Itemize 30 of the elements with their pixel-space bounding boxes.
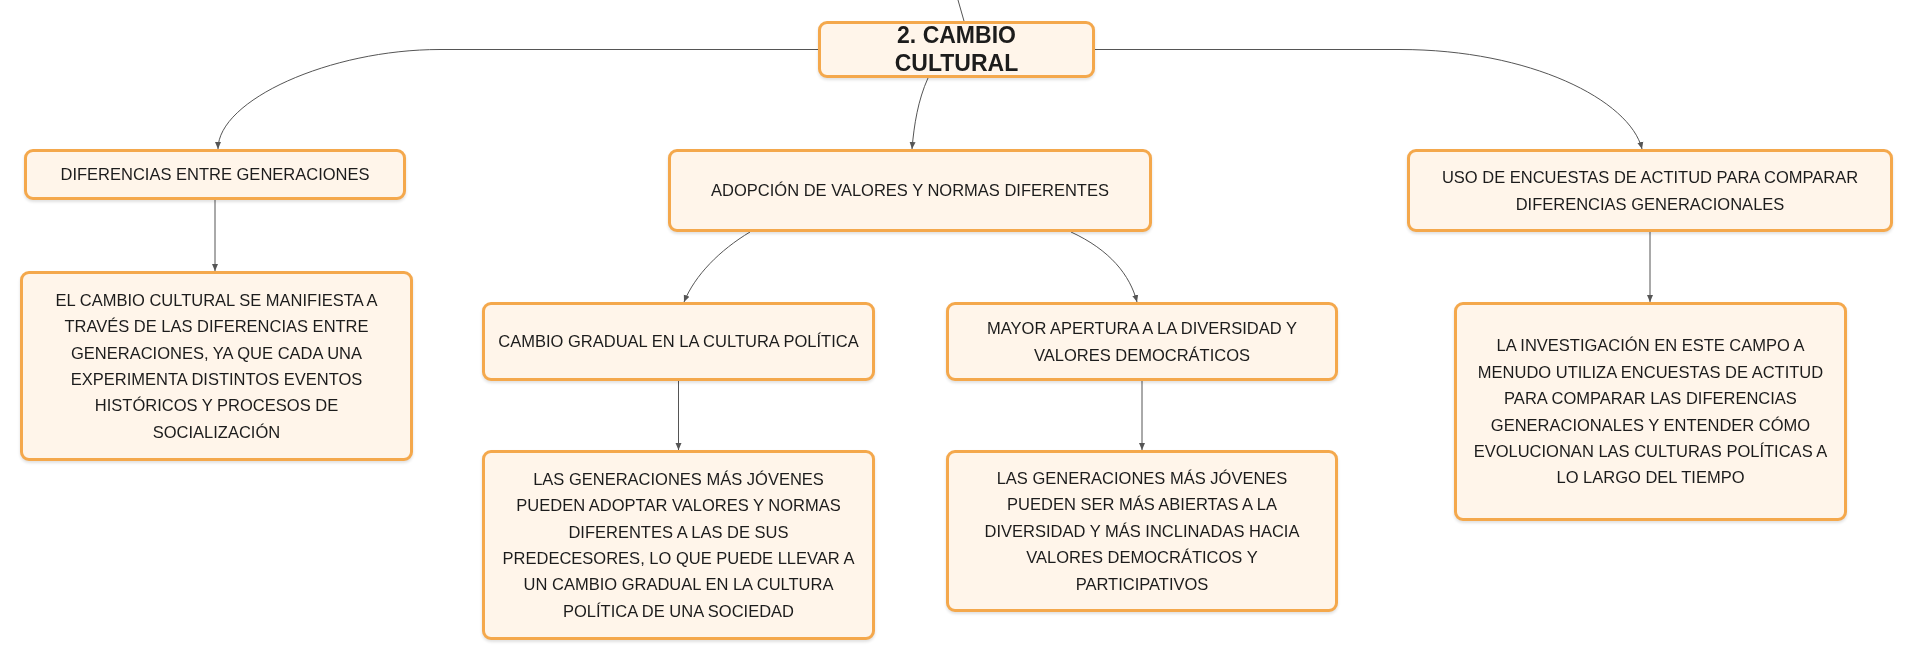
connector-line: [683, 231, 751, 303]
concept-box: [482, 302, 875, 381]
concept-text: LAS GENERACIONES MÁS JÓVENES PUEDEN ADOPTAR VALORES Y NORMAS DIFERENTES A LAS DE SUS PREDECESORES, LO QUE PUEDE LLEVAR A UN CAMBIO GRADUAL EN LA CULTURA POLÍTICA DE UNA SOCIEDAD: [501, 468, 856, 622]
connector-line: [216, 49, 819, 150]
concept-text: DIFERENCIAS ENTRE GENERACIONES: [60, 164, 370, 186]
concept-box: [1454, 302, 1847, 521]
connector-line: [1647, 231, 1653, 303]
concept-box: [482, 450, 875, 640]
concept-text: LA INVESTIGACIÓN EN ESTE CAMPO A MENUDO UTILIZA ENCUESTAS DE ACTITUD PARA COMPARAR LAS DIFERENCIAS GENERACIONALES Y ENTENDER CÓMO EVOLUCIONAN LAS CULTURAS POLÍTICAS A LO LARGO DEL TIEMPO: [1472, 335, 1829, 489]
concept-box: [946, 302, 1338, 381]
concept-box: [668, 149, 1152, 232]
concept-box: [946, 450, 1338, 612]
concept-text: MAYOR APERTURA A LA DIVERSIDAD Y VALORES DEMOCRÁTICOS: [986, 318, 1298, 366]
concept-text: LAS GENERACIONES MÁS JÓVENES PUEDEN SER MÁS ABIERTAS A LA DIVERSIDAD Y MÁS INCLINADAS HACIA VALORES DEMOCRÁTICOS Y PARTICIPATIVOS: [983, 468, 1301, 595]
connector-line: [909, 77, 929, 150]
concept-text: CAMBIO GRADUAL EN LA CULTURA POLÍTICA: [498, 331, 859, 353]
concept-text: ADOPCIÓN DE VALORES Y NORMAS DIFERENTES: [711, 180, 1109, 202]
concept-text: USO DE ENCUESTAS DE ACTITUD PARA COMPARAR DIFERENCIAS GENERACIONALES: [1440, 167, 1860, 215]
concept-text: EL CAMBIO CULTURAL SE MANIFIESTA A TRAVÉS DE LAS DIFERENCIAS ENTRE GENERACIONES, YA QUE CADA UNA EXPERIMENTA DISTINTOS EVENTOS HISTÓRICOS Y PROCESOS DE SOCIALIZACIÓN: [54, 289, 379, 443]
connector-line: [1094, 49, 1643, 150]
connector-line: [675, 380, 682, 451]
connector-line: [957, 0, 965, 22]
topic-title: 2. CAMBIO CULTURAL: [893, 21, 1020, 78]
concept-box: [20, 271, 413, 461]
topic-box: [818, 21, 1095, 78]
connector-line: [1070, 231, 1138, 303]
concept-box: [24, 149, 406, 200]
concept-box: [1407, 149, 1893, 232]
connector-line: [212, 199, 218, 272]
connector-line: [1139, 380, 1145, 451]
